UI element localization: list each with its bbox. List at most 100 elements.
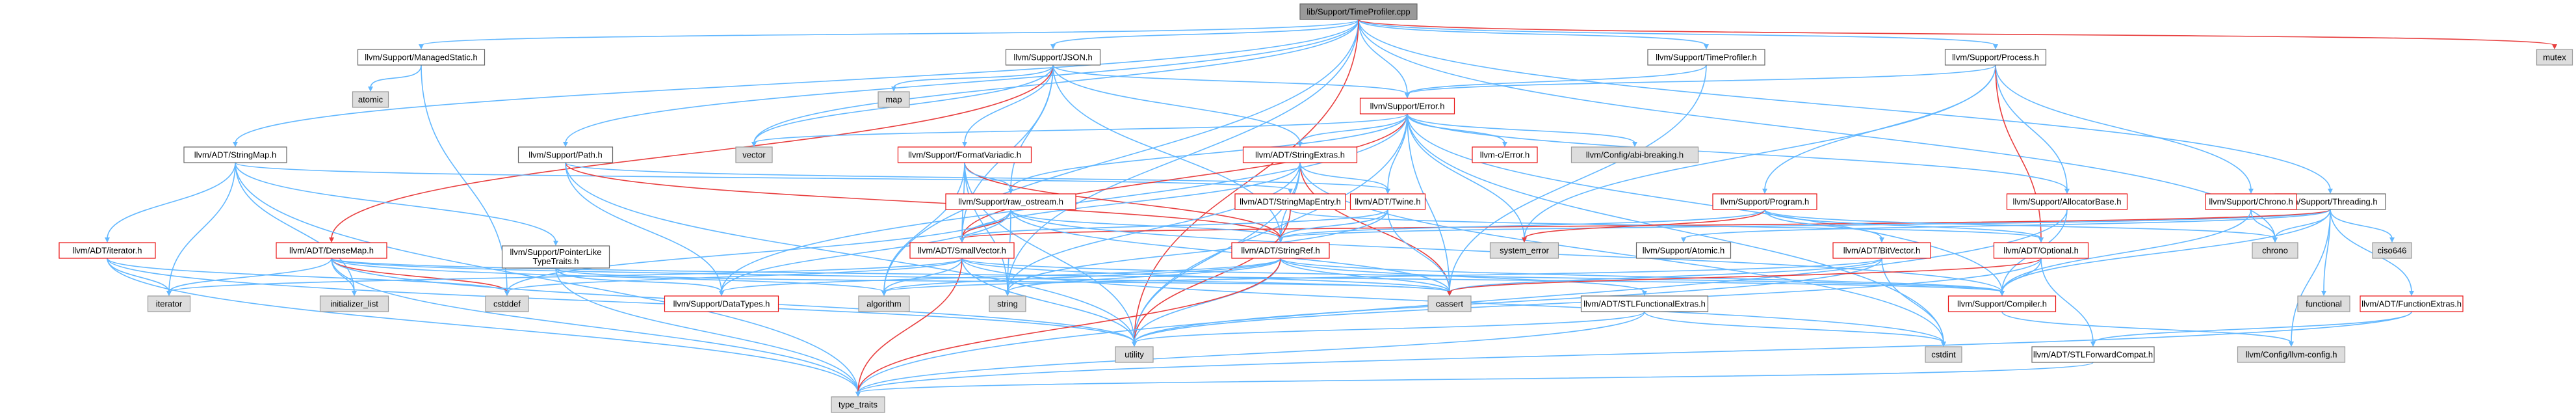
- node-n24[interactable]: llvm/Support/Program.h: [1712, 193, 1817, 210]
- node-n44[interactable]: llvm/ADT/FunctionExtras.h: [2360, 295, 2464, 312]
- node-box: [1359, 98, 1455, 114]
- edge-n18-n34: [168, 258, 332, 293]
- node-n46: cstdint: [1925, 346, 1962, 363]
- node-n42[interactable]: llvm/Support/Compiler.h: [1947, 295, 2057, 312]
- node-box: [1005, 49, 1101, 66]
- node-n5[interactable]: llvm/Support/TimeProfiler.h: [1647, 49, 1765, 66]
- node-label: llvm/ADT/SmallVector.h: [918, 246, 1006, 256]
- edge-n13-n26: [961, 162, 1301, 239]
- node-n30[interactable]: llvm/ADT/BitVector.h: [1832, 242, 1931, 259]
- node-label: llvm/ADT/Optional.h: [2003, 246, 2079, 256]
- node-n25[interactable]: llvm/Support/Chrono.h: [2205, 193, 2297, 210]
- edge-n24-n27: [1280, 209, 1765, 239]
- node-n20[interactable]: llvm/Support/raw_ostream.h: [945, 193, 1076, 210]
- edge-n0-n10: [1358, 19, 1408, 95]
- edge-n26-n36: [506, 258, 963, 293]
- edge-n41-n45: [1134, 311, 1645, 343]
- node-n31[interactable]: llvm/ADT/Optional.h: [1993, 242, 2089, 259]
- node-n15: llvm/Config/abi-breaking.h: [1570, 146, 1699, 163]
- node-label: initializer_list: [330, 299, 378, 309]
- edge-arrowhead-n24-n27: [1278, 237, 1283, 243]
- edge-n17-n49: [107, 258, 859, 394]
- node-n21[interactable]: llvm/ADT/StringMapEntry.h: [1234, 193, 1346, 210]
- node-n3[interactable]: llvm/Support/JSON.h: [1005, 49, 1101, 66]
- node-label: llvm/ADT/StringExtras.h: [1255, 150, 1345, 160]
- node-box: [664, 295, 779, 312]
- node-label: llvm/Support/Process.h: [1952, 53, 2039, 62]
- edge-n22-n40: [1387, 209, 1450, 293]
- node-label: llvm/Support/raw_ostream.h: [958, 197, 1063, 207]
- edge-arrowhead-n8-n19: [553, 241, 558, 246]
- node-box: [59, 242, 156, 259]
- edge-arrowhead-n1-n2: [368, 87, 373, 92]
- node-n49: type_traits: [831, 396, 885, 413]
- node-label: llvm/Config/llvm-config.h: [2246, 350, 2337, 360]
- node-n29[interactable]: llvm/Support/Atomic.h: [1635, 242, 1732, 259]
- edge-n6-n28: [1524, 64, 1996, 239]
- edge-n10-n46: [1407, 113, 1944, 343]
- node-label: utility: [1125, 350, 1144, 360]
- node-n17[interactable]: llvm/ADT/iterator.h: [59, 242, 156, 259]
- node-n47[interactable]: llvm/ADT/STLForwardCompat.h: [2031, 346, 2155, 363]
- node-n0[interactable]: lib/Support/TimeProfiler.cpp: [1299, 3, 1418, 20]
- node-n1[interactable]: llvm/Support/ManagedStatic.h: [357, 49, 486, 66]
- dependency-edges: [105, 19, 2557, 397]
- edge-arrowhead-n0-n1: [419, 44, 424, 49]
- node-box: [1635, 242, 1732, 259]
- edge-n8-n17: [107, 162, 236, 239]
- node-label: llvm-c/Error.h: [1480, 150, 1530, 160]
- node-n18[interactable]: llvm/ADT/DenseMap.h: [276, 242, 387, 259]
- edge-n1-n36: [421, 64, 508, 293]
- node-label: llvm/Support/Error.h: [1370, 101, 1445, 111]
- edge-n0-n5: [1358, 19, 1707, 46]
- edge-arrowhead-n24-n31: [2038, 237, 2044, 243]
- edge-n19-n37: [555, 267, 722, 293]
- node-box: [147, 295, 191, 312]
- node-box: [1570, 146, 1699, 163]
- edge-n20-n27: [1010, 209, 1281, 239]
- node-box: [1947, 295, 2057, 312]
- node-n14[interactable]: llvm-c/Error.h: [1472, 146, 1538, 163]
- node-n40: cassert: [1427, 295, 1472, 312]
- edge-n27-n49: [857, 258, 1281, 394]
- node-n13[interactable]: llvm/ADT/StringExtras.h: [1242, 146, 1358, 163]
- node-box: [1472, 146, 1538, 163]
- node-n26[interactable]: llvm/ADT/SmallVector.h: [909, 242, 1015, 259]
- edge-n18-n38: [331, 258, 885, 293]
- edge-n0-n3: [1052, 19, 1359, 46]
- edge-n42-n48: [2001, 311, 2292, 343]
- node-n37[interactable]: llvm/Support/DataTypes.h: [664, 295, 779, 312]
- node-box: [2297, 295, 2350, 312]
- edge-n8-n35: [235, 162, 355, 293]
- edge-n18-n49: [331, 258, 859, 394]
- node-n23[interactable]: llvm/Support/AllocatorBase.h: [2006, 193, 2128, 210]
- node-n8[interactable]: llvm/ADT/StringMap.h: [183, 146, 287, 163]
- edge-n19-n49: [555, 267, 859, 394]
- node-label: chrono: [2262, 246, 2288, 256]
- edge-arrowhead-n42-n48: [2289, 342, 2294, 347]
- node-n6[interactable]: llvm/Support/Process.h: [1944, 49, 2047, 66]
- node-n12[interactable]: llvm/Support/FormatVariadic.h: [897, 146, 1032, 163]
- edge-n10-n13: [1299, 113, 1408, 144]
- edge-n16-n33: [2330, 209, 2393, 239]
- node-n10[interactable]: llvm/Support/Error.h: [1359, 98, 1455, 114]
- edge-n3-n13: [1052, 64, 1301, 144]
- node-label: llvm/Support/DataTypes.h: [673, 299, 770, 309]
- node-n27[interactable]: llvm/ADT/StringRef.h: [1231, 242, 1330, 259]
- edge-n44-n49: [857, 311, 2412, 394]
- node-box: [1242, 146, 1358, 163]
- node-box: [1832, 242, 1931, 259]
- edge-arrowhead-n0-n9: [563, 142, 568, 147]
- node-n41[interactable]: llvm/ADT/STLFunctionalExtras.h: [1580, 295, 1709, 312]
- node-label: ciso646: [2378, 246, 2407, 256]
- edge-n44-n47: [2092, 311, 2412, 343]
- edge-n26-n38: [883, 258, 963, 293]
- node-label: functional: [2306, 299, 2342, 309]
- node-n22[interactable]: llvm/ADT/Twine.h: [1349, 193, 1426, 210]
- edge-n0-n39: [1007, 19, 1359, 293]
- node-n9[interactable]: llvm/Support/Path.h: [517, 146, 614, 163]
- edge-arrowhead-n26-n36: [504, 291, 510, 296]
- node-box: [276, 242, 387, 259]
